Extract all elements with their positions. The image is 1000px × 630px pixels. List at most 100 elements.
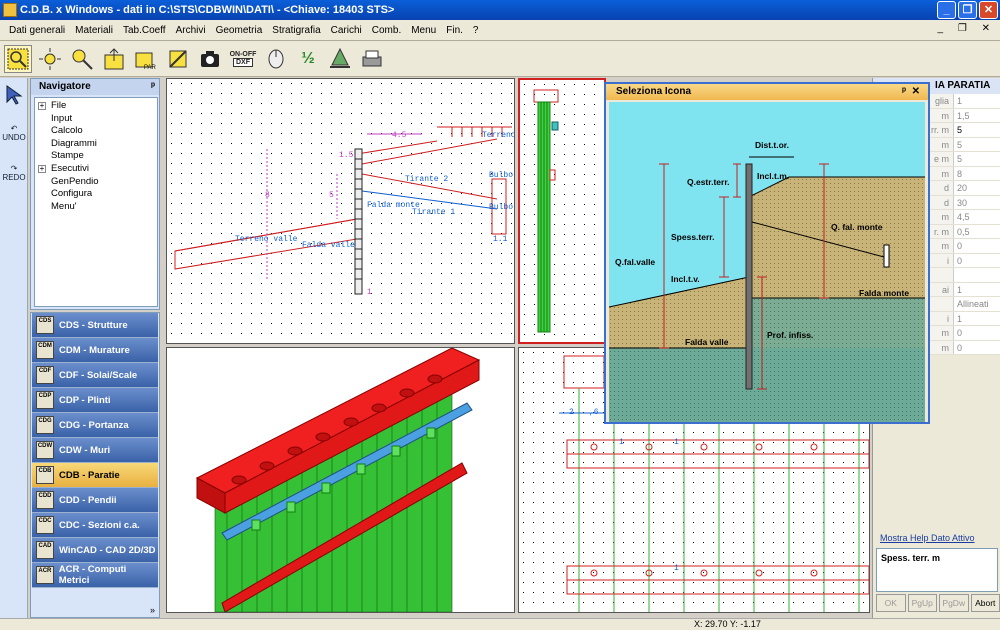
mouse-icon[interactable]: [262, 45, 290, 73]
dim-label-15: 1.5: [339, 151, 354, 160]
draw-tool-icon[interactable]: [164, 45, 192, 73]
maximize-button[interactable]: ❐: [958, 1, 977, 19]
undo-button[interactable]: ↶UNDO: [2, 124, 26, 142]
tree-item-esecutivi[interactable]: +Esecutivi: [38, 162, 90, 174]
menu-stratigrafia[interactable]: Stratigrafia: [272, 24, 321, 36]
zoom-tool-icon[interactable]: [68, 45, 96, 73]
ok-button[interactable]: OK: [876, 594, 906, 612]
module-cdw-icon: CDW: [36, 441, 54, 459]
menu-dati-generali[interactable]: Dati generali: [9, 24, 66, 36]
menu-materiali[interactable]: Materiali: [75, 24, 113, 36]
pointer-tool-icon[interactable]: [0, 78, 28, 118]
camera-icon[interactable]: [196, 45, 224, 73]
pan-tool-icon[interactable]: [100, 45, 128, 73]
3d-view[interactable]: [166, 347, 515, 613]
property-value[interactable]: 1,5: [953, 108, 1000, 122]
pin-icon[interactable]: ᵖ: [151, 81, 155, 92]
tree-item-input[interactable]: Input: [51, 112, 73, 124]
label-spess-terr: Spess.terr.: [671, 232, 714, 242]
fraction-tool-icon[interactable]: ½: [301, 49, 315, 67]
property-value[interactable]: 5: [953, 137, 1000, 151]
property-value[interactable]: 30: [953, 195, 1000, 209]
abort-button[interactable]: Abort: [970, 594, 1000, 612]
plan-dim-2: 2: [569, 408, 574, 417]
menu-fin[interactable]: Fin.: [446, 24, 463, 36]
tree-item-configura[interactable]: Configura: [51, 188, 93, 200]
print-icon[interactable]: [358, 45, 386, 73]
explode-tool-icon[interactable]: [36, 45, 64, 73]
module-cdc-icon: CDC: [36, 516, 54, 534]
label-q-fal-valle: Q.fal.valle: [615, 257, 655, 267]
property-value[interactable]: 1: [953, 311, 1000, 325]
close-button[interactable]: ✕: [979, 1, 998, 19]
dialog-diagram[interactable]: Dist.t.or. Q.estr.terr. Incl.t.m. Spess.…: [608, 102, 925, 422]
dialog-pin-icon[interactable]: ᵖ: [902, 86, 906, 97]
property-value[interactable]: 1: [953, 282, 1000, 296]
pgup-button[interactable]: PgUp: [907, 594, 937, 612]
property-value[interactable]: 0: [953, 340, 1000, 354]
expand-icon[interactable]: +: [38, 163, 46, 173]
tree-item-menu[interactable]: Menu': [51, 200, 77, 212]
plan-dim-1b: 1: [674, 438, 679, 447]
property-value[interactable]: 0: [953, 239, 1000, 253]
svg-text:PAR: PAR: [144, 65, 157, 71]
app-icon: [3, 3, 17, 17]
menu-menu[interactable]: Menu: [411, 24, 437, 36]
property-value[interactable]: 5: [953, 152, 1000, 166]
dialog-close-icon[interactable]: ✕: [911, 86, 920, 97]
section-view[interactable]: 4.5 1.5 8 5 Terreno m Terreno valle Fald…: [166, 78, 525, 344]
label-bulbo-1: Bulbo: [489, 203, 513, 212]
label-falda-valle: Falda valle: [302, 241, 355, 250]
load-tool-icon[interactable]: [326, 45, 354, 73]
select-tool-icon[interactable]: [4, 44, 32, 73]
tree-item-genpendio[interactable]: GenPendio: [51, 175, 99, 187]
mdi-controls[interactable]: _ ❐ ✕: [937, 23, 996, 34]
property-value[interactable]: 8: [953, 166, 1000, 180]
property-value[interactable]: [953, 268, 1000, 282]
pgdw-button[interactable]: PgDw: [939, 594, 969, 612]
tree-item-file[interactable]: +File: [38, 100, 67, 111]
title-bar: C.D.B. x Windows - dati in C:\STS\CDBWIN…: [0, 0, 1000, 20]
property-value[interactable]: 0,5: [953, 224, 1000, 238]
property-value[interactable]: 1: [953, 94, 1000, 108]
property-value[interactable]: 0: [953, 253, 1000, 267]
menu-tab-coeff[interactable]: Tab.Coeff: [122, 24, 166, 36]
redo-button[interactable]: ↷REDO: [2, 164, 26, 182]
dim-label-11: 1.1: [493, 235, 508, 244]
elevation-view[interactable]: [518, 78, 606, 344]
menu-geometria[interactable]: Geometria: [215, 24, 263, 36]
module-acr-icon: ACR: [36, 566, 54, 584]
menu-archivi[interactable]: Archivi: [175, 24, 206, 36]
expand-icon[interactable]: +: [38, 101, 46, 110]
label-prof-infiss: Prof. infiss.: [767, 330, 813, 340]
property-value[interactable]: 20: [953, 181, 1000, 195]
property-value[interactable]: 5: [953, 123, 1000, 137]
tree-item-diagrammi[interactable]: Diagrammi: [51, 137, 97, 149]
property-value[interactable]: 4,5: [953, 210, 1000, 224]
menu-comb[interactable]: Comb.: [371, 24, 402, 36]
menu-help[interactable]: ?: [472, 24, 479, 36]
tree-item-stampe[interactable]: Stampe: [51, 150, 84, 162]
param-tool-icon[interactable]: PAR: [132, 45, 160, 73]
help-link[interactable]: Mostra Help Dato Attivo: [880, 533, 975, 543]
property-value[interactable]: Allineati: [953, 297, 1000, 311]
dim-label-5: 5: [329, 191, 334, 200]
minimize-button[interactable]: _: [937, 1, 956, 19]
menu-carichi[interactable]: Carichi: [330, 24, 362, 36]
more-modules-icon[interactable]: »: [149, 605, 155, 615]
tree-item-calcolo[interactable]: Calcolo: [51, 125, 83, 137]
property-value[interactable]: 0: [953, 326, 1000, 340]
